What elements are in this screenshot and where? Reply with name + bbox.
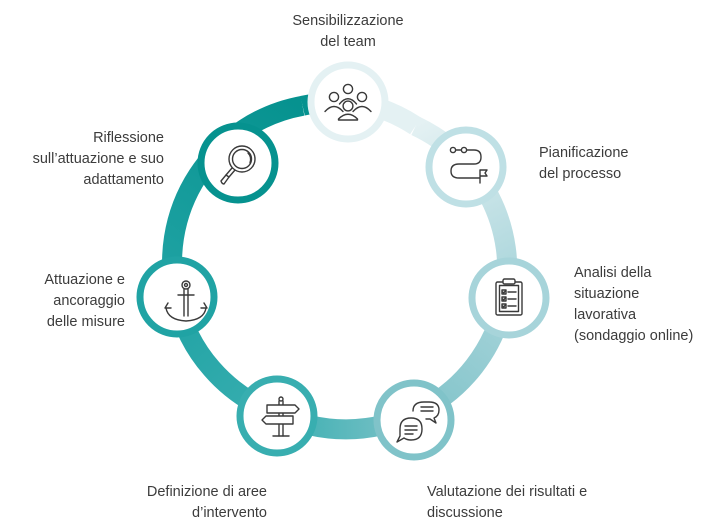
label-line: situazione <box>574 286 640 302</box>
step-node-sensibilizzazione <box>307 61 389 143</box>
label-line: Riflessione <box>93 130 164 146</box>
clipboard-checklist-icon <box>495 278 523 316</box>
label-line: Attuazione e <box>44 272 125 288</box>
label-valutazione: Valutazione dei risultati e discussione <box>427 482 587 524</box>
signpost-icon <box>261 396 300 437</box>
label-line: delle misure <box>46 314 125 330</box>
step-node-attuazione <box>136 256 218 338</box>
step-node-definizione <box>236 375 318 457</box>
magnifier-icon <box>220 145 256 185</box>
label-line: adattamento <box>83 172 164 188</box>
label-line: Definizione di aree <box>146 484 267 500</box>
team-icon <box>324 83 372 121</box>
label-line: del processo <box>539 166 622 182</box>
label-pianificazione: Pianificazione del processo <box>539 143 628 185</box>
label-line: d’intervento <box>192 505 267 521</box>
label-sensibilizzazione: Sensibilizzazione del team <box>264 11 432 53</box>
label-line: Valutazione dei risultati e <box>427 484 588 500</box>
anchor-icon <box>164 280 208 322</box>
label-line: Analisi della <box>574 265 652 281</box>
chat-bubbles-icon <box>396 401 440 443</box>
label-line: (sondaggio online) <box>574 328 694 344</box>
step-node-pianificazione <box>425 126 507 208</box>
label-line: lavorativa <box>574 307 637 323</box>
label-definizione: Definizione di aree d’intervento <box>147 482 267 524</box>
label-attuazione: Attuazione e ancoraggio delle misure <box>44 270 125 333</box>
label-line: ancoraggio <box>53 293 125 309</box>
label-riflessione: Riflessione sull’attuazione e suo adatta… <box>33 128 164 191</box>
label-line: Sensibilizzazione <box>292 13 404 29</box>
label-line: Pianificazione <box>539 145 629 161</box>
step-node-analisi <box>468 257 550 339</box>
label-line: del team <box>320 34 376 50</box>
label-line: discussione <box>427 505 503 521</box>
label-line: sull’attuazione e suo <box>32 151 164 167</box>
step-node-riflessione <box>197 122 279 204</box>
label-analisi: Analisi della situazione lavorativa (son… <box>574 263 693 347</box>
process-path-icon <box>449 146 488 184</box>
step-node-valutazione <box>373 379 455 461</box>
